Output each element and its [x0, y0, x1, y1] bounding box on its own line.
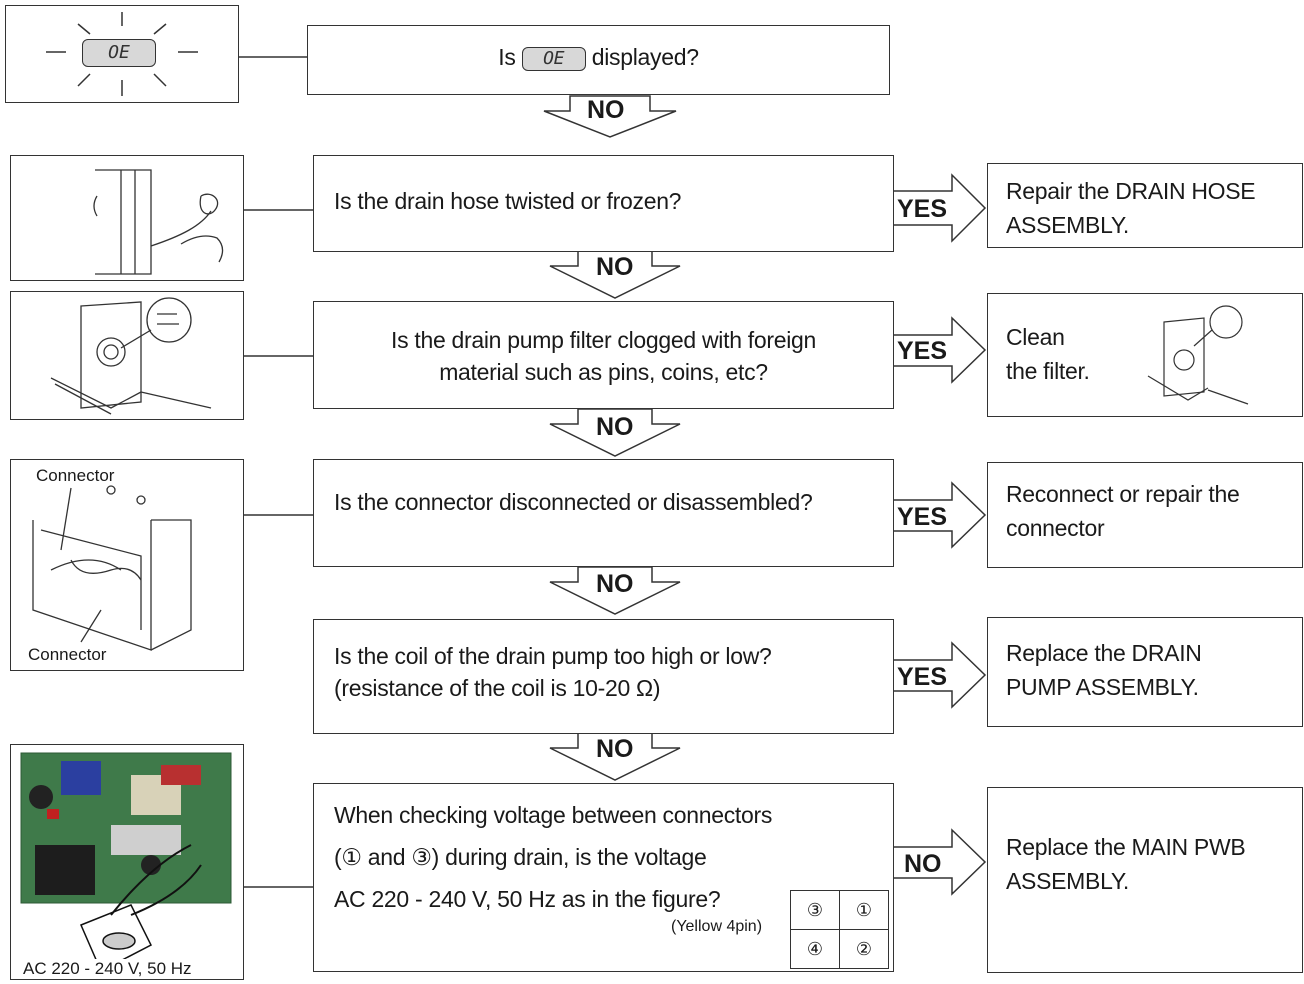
drain-hose-icon: [93, 169, 224, 275]
yes-arrow-3: [892, 481, 987, 549]
question-2-box: Is the drain hose twisted or frozen?: [313, 155, 894, 252]
action-4-line-2: connector: [1006, 515, 1105, 541]
no-arrow-1: [543, 95, 677, 138]
question-6-line-3: AC 220 - 240 V, 50 Hz as in the figure?: [334, 886, 721, 912]
question-3-box: Is the drain pump filter clogged with fo…: [313, 301, 894, 409]
question-1-code: OE: [521, 46, 586, 71]
yes-arrow-2: [892, 316, 987, 384]
pcb-photo-icon: [20, 752, 232, 973]
pump-filter-icon: [50, 297, 212, 415]
no-arrow-3: [549, 408, 681, 457]
no-label-6: NO: [904, 850, 942, 878]
pin-grid: ③ ① ④ ②: [790, 890, 889, 969]
yes-label-2: YES: [897, 195, 948, 223]
pwb-voltage-caption: AC 220 - 240 V, 50 Hz: [23, 959, 192, 979]
action-5-box: Replace the DRAIN PUMP ASSEMBLY.: [987, 617, 1303, 727]
connector-note: (Yellow 4pin): [671, 918, 763, 935]
action-6-line-1: Replace the MAIN PWB: [1006, 834, 1246, 860]
pin-1: ①: [839, 890, 889, 930]
connector-caption-bottom: Connector: [28, 645, 107, 664]
question-6-line-2: (① and ③) during drain, is the voltage: [334, 844, 707, 870]
action-4-line-1: Reconnect or repair the: [1006, 481, 1240, 507]
question-3-line-2: material such as pins, coins, etc?: [439, 359, 768, 385]
pin-3: ③: [790, 890, 840, 930]
action-3-box: Clean the filter.: [987, 293, 1303, 417]
action-5-line-2: PUMP ASSEMBLY.: [1006, 674, 1199, 700]
connector-drawing-icon: [32, 485, 192, 651]
action-4-box: Reconnect or repair the connector: [987, 462, 1303, 568]
action-6-box: Replace the MAIN PWB ASSEMBLY.: [987, 787, 1303, 973]
question-5-box: Is the coil of the drain pump too high o…: [313, 619, 894, 734]
no-arrow-2: [549, 250, 681, 299]
pin-4: ④: [790, 929, 840, 969]
question-1-pre: Is: [498, 44, 516, 70]
filter-small-icon: [1147, 305, 1249, 405]
no-arrow-5: [549, 732, 681, 781]
question-6-line-1: When checking voltage between connectors: [334, 802, 773, 828]
no-label-5: NO: [596, 735, 634, 763]
drain-hose-image: [10, 155, 244, 281]
question-2-text: Is the drain hose twisted or frozen?: [334, 188, 682, 214]
action-2-box: Repair the DRAIN HOSE ASSEMBLY.: [987, 163, 1303, 248]
yes-arrow-4: [892, 641, 987, 709]
action-3-line-1: Clean: [1006, 324, 1065, 350]
no-label-2: NO: [596, 253, 634, 281]
yes-label-5: YES: [897, 663, 948, 691]
question-4-box: Is the connector disconnected or disasse…: [313, 459, 894, 567]
display-panel: OE: [5, 5, 239, 103]
blinking-display-icon: [46, 12, 198, 96]
yes-arrow-1: [892, 173, 987, 243]
question-1-box: Is OE displayed?: [307, 25, 890, 95]
no-arrow-right: [892, 828, 987, 896]
main-pwb-image: AC 220 - 240 V, 50 Hz: [10, 744, 244, 980]
pin-2: ②: [839, 929, 889, 969]
connector-caption-top: Connector: [36, 466, 115, 485]
no-label-3: NO: [596, 413, 634, 441]
action-3-line-2: the filter.: [1006, 358, 1090, 384]
no-label-1: NO: [587, 96, 625, 124]
no-label-4: NO: [596, 570, 634, 598]
action-5-line-1: Replace the DRAIN: [1006, 640, 1202, 666]
action-6-line-2: ASSEMBLY.: [1006, 868, 1130, 894]
yes-label-3: YES: [897, 337, 948, 365]
question-5-line-2: (resistance of the coil is 10-20 Ω): [334, 675, 661, 701]
question-3-line-1: Is the drain pump filter clogged with fo…: [390, 327, 817, 353]
pump-filter-image: [10, 291, 244, 420]
display-code: OE: [82, 39, 156, 67]
yes-label-4: YES: [897, 503, 948, 531]
action-2-line-1: Repair the DRAIN HOSE: [1006, 178, 1256, 204]
connector-image: Connector Connector: [10, 459, 244, 671]
action-2-line-2: ASSEMBLY.: [1006, 212, 1130, 238]
question-5-line-1: Is the coil of the drain pump too high o…: [334, 643, 772, 669]
no-arrow-4: [549, 566, 681, 615]
question-1-post: displayed?: [591, 44, 699, 70]
question-4-text: Is the connector disconnected or disasse…: [334, 489, 813, 515]
